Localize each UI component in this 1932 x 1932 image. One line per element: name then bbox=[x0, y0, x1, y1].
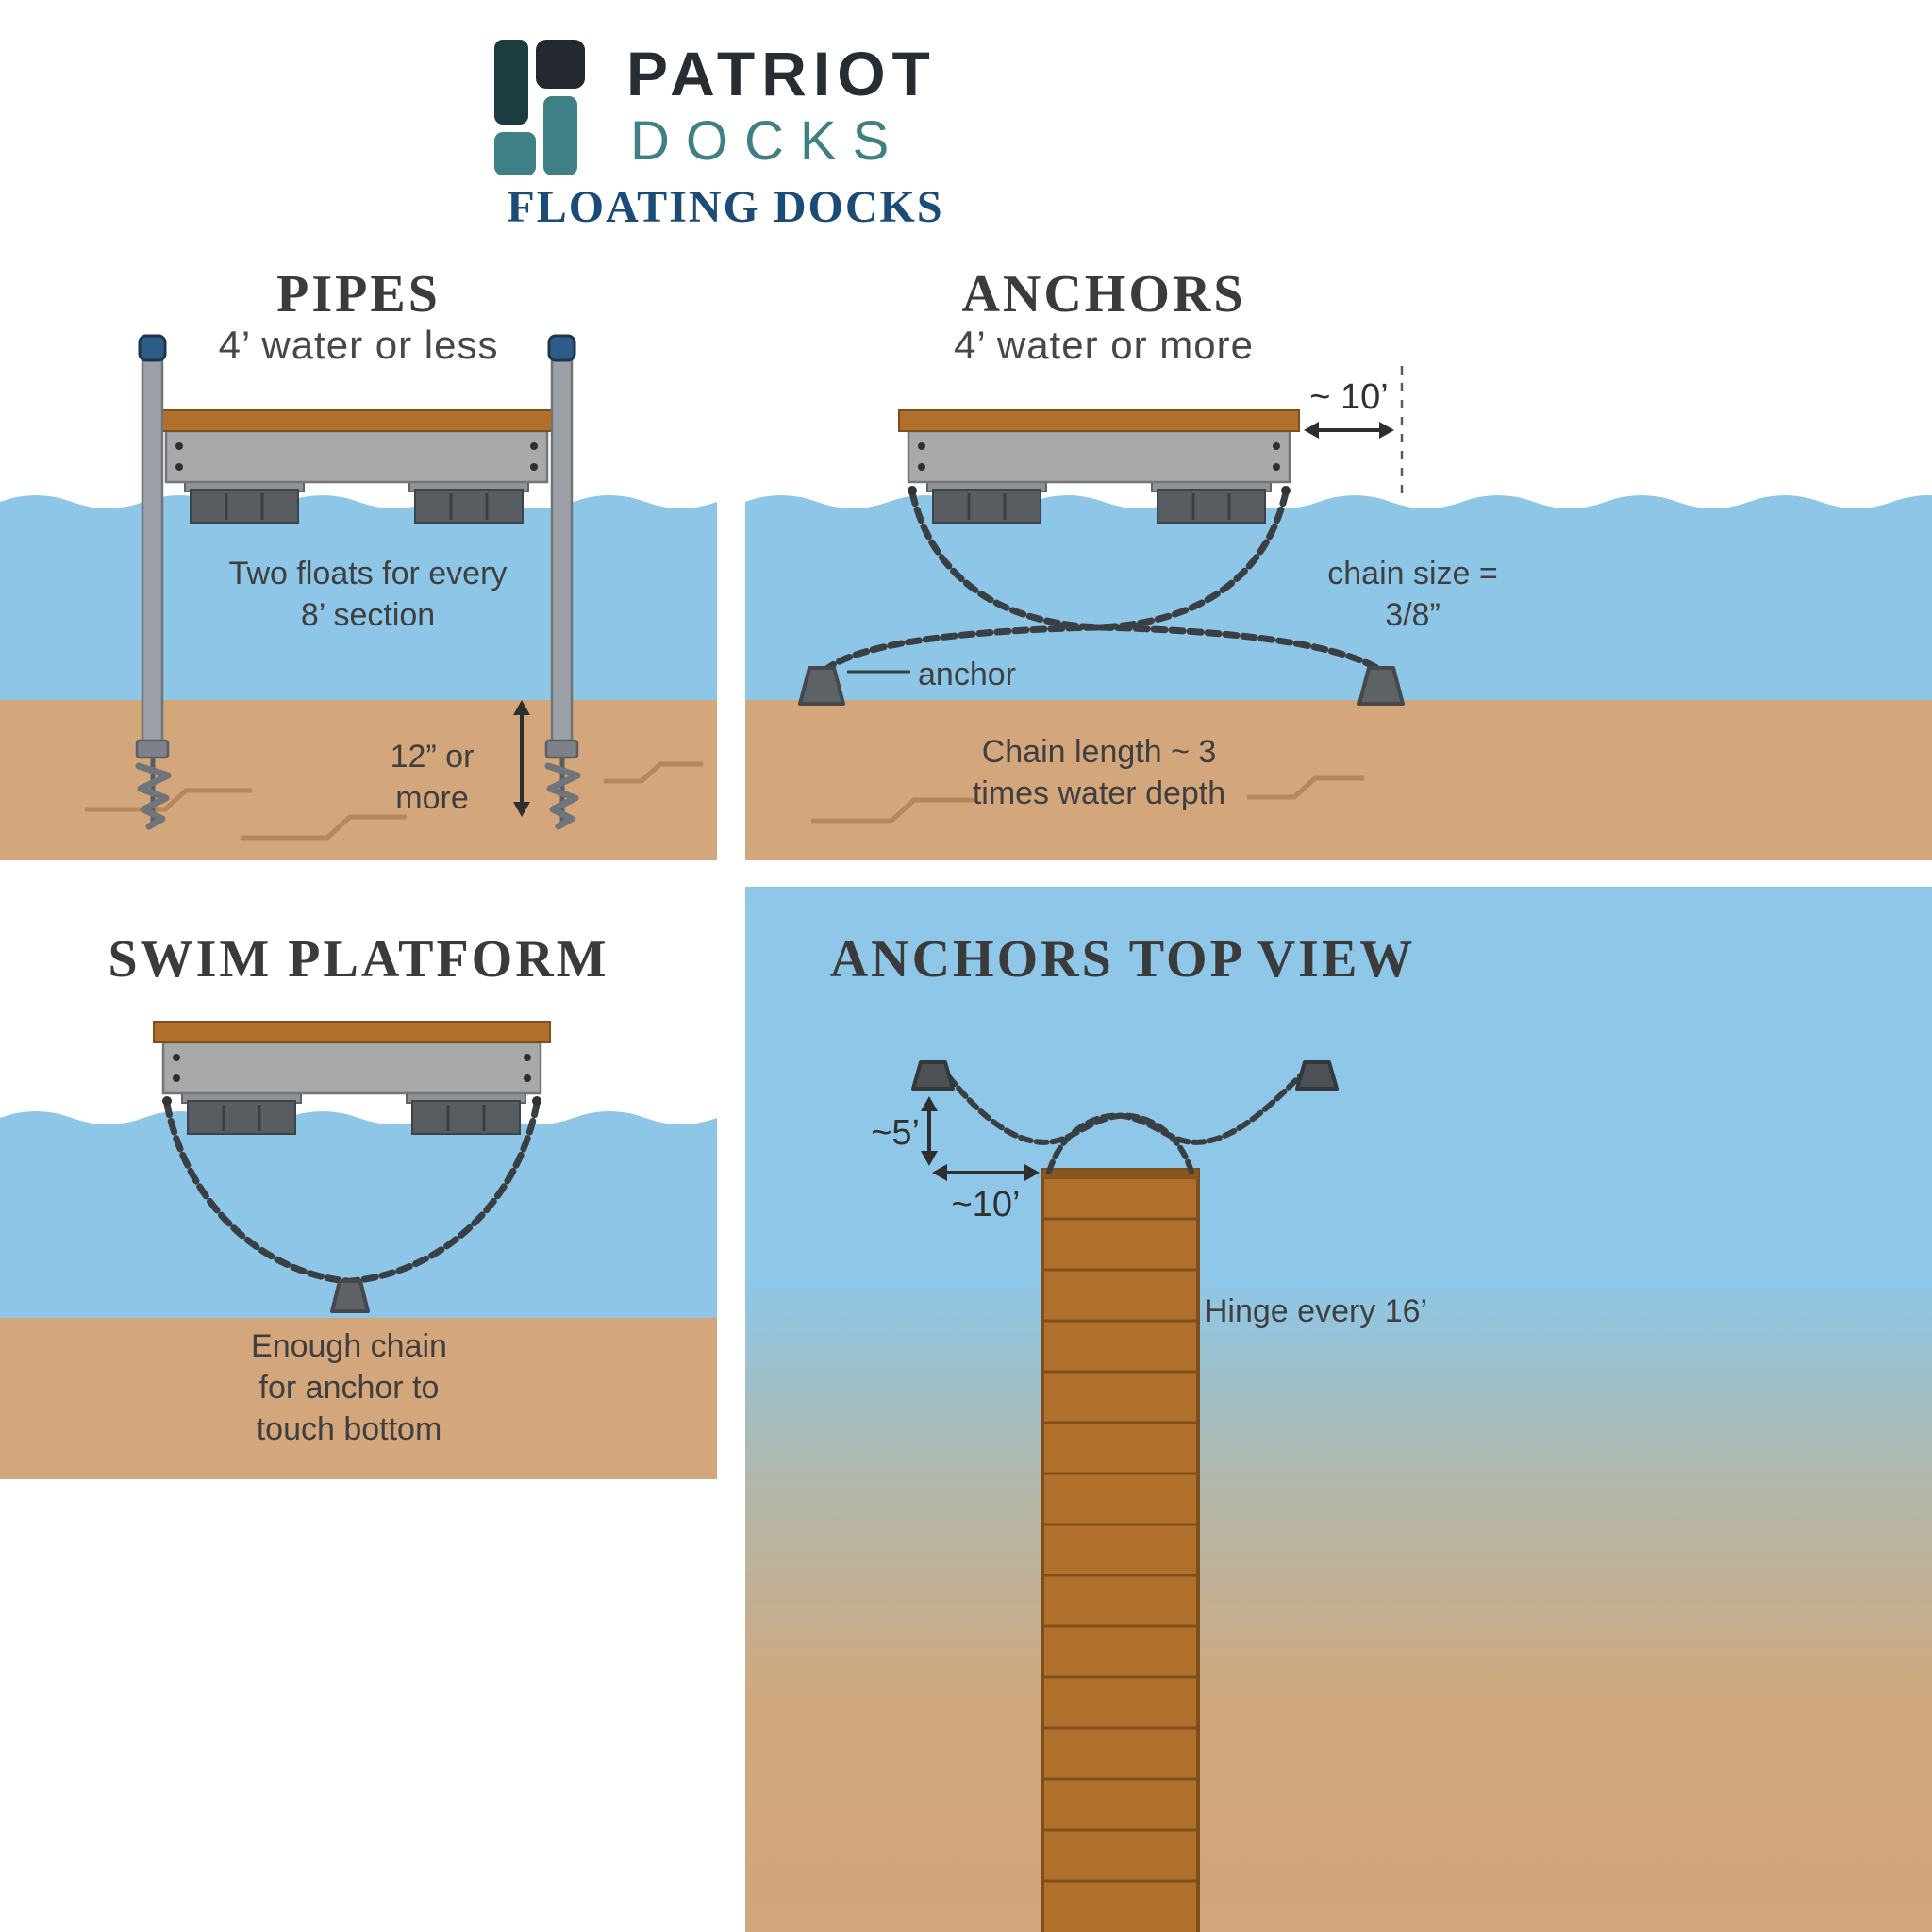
overhang-dimension-label: ~ 10’ bbox=[1309, 377, 1389, 417]
platform-deck bbox=[153, 1021, 551, 1043]
embedment-depth-arrow bbox=[513, 700, 530, 817]
floats-note: Two floats for every 8’ section bbox=[228, 556, 508, 634]
width-dimension-label: ~10’ bbox=[951, 1185, 1021, 1224]
anchor-left-icon bbox=[798, 666, 845, 706]
sand-strata-lines bbox=[811, 775, 1364, 824]
float-right-icon bbox=[1151, 478, 1272, 524]
pipes-illustration bbox=[0, 334, 717, 860]
swim-platform-note: Enough chain for anchor to touch bottom bbox=[251, 1328, 447, 1448]
dock-frame bbox=[164, 429, 549, 484]
deck-plank-lines bbox=[1042, 1217, 1198, 1883]
anchor-right-icon bbox=[1357, 666, 1405, 706]
overhang-dimension-arrow bbox=[1304, 366, 1404, 498]
anchors-illustration bbox=[745, 366, 1932, 860]
float-right-icon bbox=[406, 1090, 526, 1135]
chain-shackle-right bbox=[1281, 486, 1291, 495]
hinge-note: Hinge every 16’ bbox=[1204, 1293, 1428, 1329]
brand-name-docks: DOCKS bbox=[630, 110, 906, 172]
float-left-icon bbox=[181, 1090, 302, 1135]
anchors-subtitle: 4’ water or more bbox=[954, 323, 1254, 367]
seabed-sand bbox=[0, 700, 717, 860]
anchors-top-view-title: ANCHORS TOP VIEW bbox=[829, 930, 1416, 989]
anchor-chains bbox=[941, 1067, 1309, 1174]
anchors-title: ANCHORS bbox=[961, 265, 1246, 324]
float-left-icon bbox=[926, 478, 1047, 524]
platform-cross-section bbox=[153, 1021, 551, 1135]
float-left-icon bbox=[184, 478, 305, 524]
anchor-left-icon bbox=[911, 1060, 955, 1091]
pipe-left-icon bbox=[138, 334, 167, 747]
frame-bolts bbox=[918, 442, 1280, 471]
swim-platform-title: SWIM PLATFORM bbox=[108, 930, 609, 989]
anchor-chain bbox=[163, 1100, 541, 1285]
offset-dimension-arrow bbox=[921, 1096, 938, 1166]
anchor-chains bbox=[822, 489, 1384, 674]
chain-shackle-left bbox=[162, 1096, 172, 1106]
frame-bolts bbox=[173, 1054, 531, 1082]
dock-deck bbox=[898, 409, 1300, 432]
embedment-depth-note: 12” or more bbox=[390, 739, 475, 817]
width-dimension-arrow bbox=[932, 1164, 1040, 1181]
float-right-icon bbox=[408, 478, 529, 524]
auger-left-icon bbox=[135, 739, 172, 830]
panel-anchors-top-view: ANCHORS TOP VIEW ~5’ ~10’ Hinge every 16… bbox=[745, 887, 1932, 1932]
anchors-top-view-illustration bbox=[911, 1060, 1339, 1932]
patriot-docks-logo-icon bbox=[494, 40, 585, 175]
offset-dimension-label: ~5’ bbox=[871, 1113, 920, 1153]
chain-length-note: Chain length ~ 3 times water depth bbox=[972, 734, 1226, 812]
anchor-right-icon bbox=[1295, 1060, 1339, 1091]
chain-size-note: chain size = 3/8” bbox=[1327, 556, 1498, 634]
anchor-label: anchor bbox=[918, 657, 1016, 692]
swim-platform-illustration bbox=[0, 1021, 717, 1479]
dock-top-view bbox=[1041, 1168, 1200, 1932]
brand-name-patriot: PATRIOT bbox=[626, 39, 937, 108]
panel-anchors: ANCHORS 4’ water or more ~ 10’ chain siz… bbox=[717, 264, 1932, 860]
auger-right-icon bbox=[544, 739, 581, 830]
dock-cross-section bbox=[156, 409, 558, 524]
anchor-icon bbox=[330, 1279, 370, 1313]
water bbox=[0, 1111, 717, 1321]
dock-deck bbox=[156, 409, 558, 432]
page-subtitle: FLOATING DOCKS bbox=[507, 182, 944, 232]
pipes-subtitle: 4’ water or less bbox=[218, 323, 499, 367]
panel-swim-platform: SWIM PLATFORM Enough chain for anchor to… bbox=[0, 887, 717, 1479]
dock-frame bbox=[907, 429, 1291, 484]
pipes-title: PIPES bbox=[276, 265, 441, 324]
chain-shackle-left bbox=[908, 486, 917, 495]
chain-shackle-right bbox=[532, 1096, 541, 1106]
sand-strata-lines bbox=[85, 761, 703, 841]
dock-cross-section bbox=[898, 409, 1300, 524]
panel-pipes: PIPES 4’ water or less Two floats for ev… bbox=[0, 264, 717, 860]
seabed-sand bbox=[0, 1318, 717, 1479]
platform-frame bbox=[161, 1041, 542, 1095]
pipe-right-icon bbox=[547, 334, 576, 747]
frame-bolts bbox=[175, 442, 538, 471]
